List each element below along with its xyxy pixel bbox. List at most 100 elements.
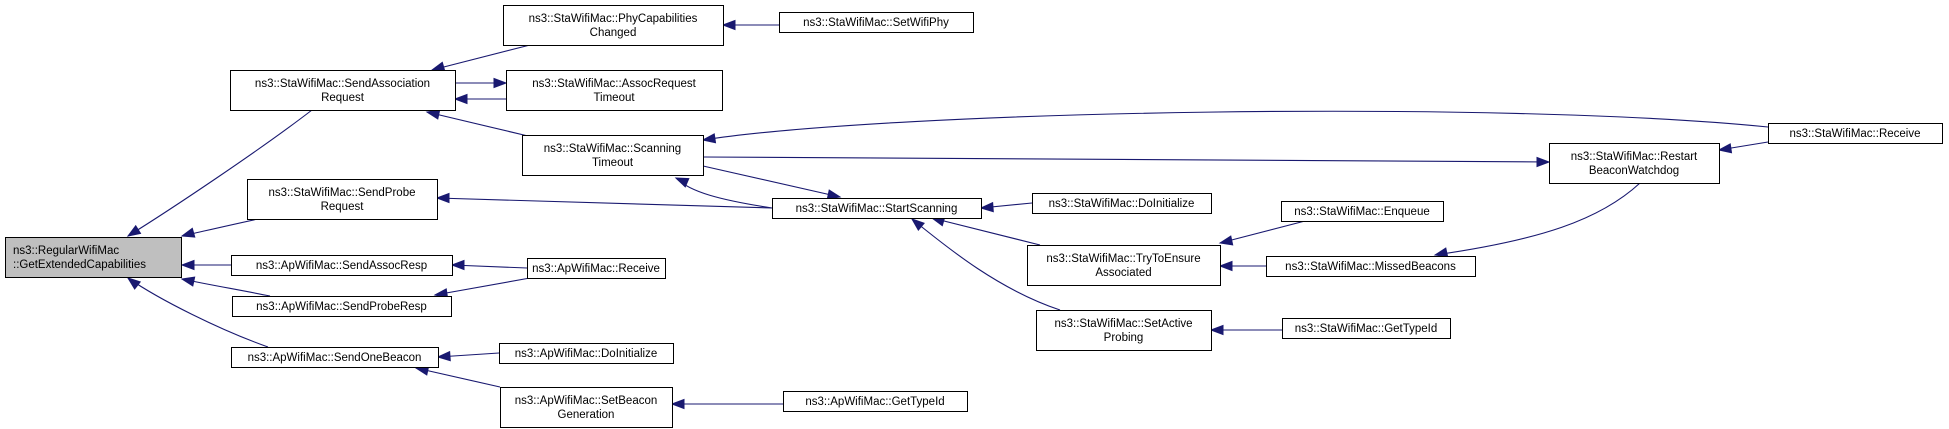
edge-setWifiPhy-to-phyCapChanged — [721, 19, 779, 31]
node-sendProbeResp[interactable]: ns3::ApWifiMac::SendProbeResp — [232, 296, 452, 317]
node-staDoInit[interactable]: ns3::StaWifiMac::DoInitialize — [1032, 193, 1212, 214]
node-apGetTypeId[interactable]: ns3::ApWifiMac::GetTypeId — [783, 391, 968, 412]
node-startScanning[interactable]: ns3::StaWifiMac::StartScanning — [772, 198, 982, 219]
node-box — [231, 347, 439, 368]
node-box — [1266, 256, 1476, 277]
arrowhead-icon — [126, 277, 142, 290]
arrowhead-icon — [180, 259, 195, 271]
arrowhead-icon — [435, 192, 450, 204]
node-label: ns3::StaWifiMac::TryToEnsure — [1046, 253, 1200, 265]
edge-line — [434, 277, 531, 296]
node-label: ns3::StaWifiMac::AssocRequest — [532, 78, 696, 90]
node-box — [232, 296, 452, 317]
node-box — [1032, 193, 1212, 214]
edge-apGetTypeId-to-setBeaconGen — [670, 398, 783, 410]
arrowhead-icon — [180, 276, 196, 287]
arrowhead-icon — [721, 19, 736, 31]
edge-phyCapChanged-to-sendAssocReq — [430, 44, 531, 72]
node-label: ns3::StaWifiMac::SendProbe — [268, 187, 415, 199]
node-label: Timeout — [593, 92, 635, 104]
edge-scanningTimeout-to-sendAssocReq — [425, 109, 529, 137]
edge-line — [702, 156, 1550, 163]
node-label: ns3::StaWifiMac::DoInitialize — [1049, 198, 1195, 210]
edge-line — [675, 177, 773, 209]
edge-sendAssocReq-to-root — [126, 109, 313, 237]
edge-restartBeacon-to-missedBeacons — [1433, 182, 1641, 258]
edge-scanningTimeout-to-restartBeacon — [702, 156, 1551, 168]
node-label: Request — [321, 92, 365, 104]
node-sendAssocResp[interactable]: ns3::ApWifiMac::SendAssocResp — [231, 255, 453, 276]
edge-line — [127, 277, 269, 348]
node-label: ns3::ApWifiMac::SendProbeResp — [256, 301, 427, 313]
node-label: Changed — [590, 27, 637, 39]
edge-sendAssocResp-to-root — [180, 259, 231, 271]
node-staGetTypeId[interactable]: ns3::StaWifiMac::GetTypeId — [1282, 318, 1451, 339]
node-box — [1768, 123, 1943, 144]
node-label: ns3::StaWifiMac::SetWifiPhy — [803, 17, 949, 29]
node-label: ns3::StaWifiMac::SendAssociation — [255, 78, 430, 90]
edge-tryEnsure-to-startScanning — [930, 216, 1041, 246]
node-root: ns3::RegularWifiMac::GetExtendedCapabili… — [5, 237, 182, 278]
edge-line — [931, 217, 1041, 246]
edge-line — [127, 109, 313, 237]
node-label: ns3::StaWifiMac::Enqueue — [1294, 206, 1430, 218]
arrowhead-icon — [453, 93, 468, 105]
node-sendOneBeacon[interactable]: ns3::ApWifiMac::SendOneBeacon — [231, 347, 439, 368]
edge-line — [1434, 182, 1641, 256]
node-label: ns3::StaWifiMac::SetActive — [1054, 318, 1192, 330]
node-staReceive[interactable]: ns3::StaWifiMac::Receive — [1768, 123, 1943, 144]
arrowhead-icon — [1209, 324, 1224, 336]
node-label: ns3::RegularWifiMac — [13, 245, 119, 257]
edge-staDoInit-to-startScanning — [979, 201, 1033, 213]
node-label: Associated — [1095, 267, 1151, 279]
edge-sendOneBeacon-to-root — [126, 277, 269, 348]
edge-sendAssocReq-to-assocReqTimeout — [455, 77, 508, 89]
node-apDoInit[interactable]: ns3::ApWifiMac::DoInitialize — [499, 343, 674, 364]
edge-staGetTypeId-to-setActiveProbing — [1209, 324, 1282, 336]
arrowhead-icon — [436, 350, 451, 362]
node-box — [503, 5, 724, 46]
node-box — [527, 258, 666, 279]
node-box — [230, 70, 456, 111]
node-label: ns3::ApWifiMac::SendOneBeacon — [248, 352, 422, 364]
node-label: ns3::ApWifiMac::Receive — [532, 263, 660, 275]
arrowhead-icon — [826, 189, 842, 200]
node-staEnqueue[interactable]: ns3::StaWifiMac::Enqueue — [1281, 201, 1444, 222]
arrowhead-icon — [430, 61, 446, 72]
node-label: ::GetExtendedCapabilities — [13, 259, 146, 271]
arrowhead-icon — [126, 224, 142, 237]
node-label: Generation — [558, 409, 615, 421]
node-label: BeaconWatchdog — [1589, 165, 1679, 177]
arrowhead-icon — [979, 201, 994, 213]
node-label: Timeout — [592, 157, 634, 169]
edge-startScanning-to-scanningTimeout — [674, 177, 773, 209]
node-label: ns3::ApWifiMac::DoInitialize — [515, 348, 658, 360]
arrowhead-icon — [1218, 260, 1233, 272]
node-box — [1549, 143, 1720, 184]
node-setWifiPhy[interactable]: ns3::StaWifiMac::SetWifiPhy — [779, 12, 974, 33]
node-label: ns3::ApWifiMac::SetBeacon — [515, 395, 658, 407]
edge-scanningTimeout-to-startScanning — [702, 165, 842, 200]
edge-apDoInit-to-sendOneBeacon — [436, 350, 500, 362]
node-apReceive[interactable]: ns3::ApWifiMac::Receive — [527, 258, 666, 279]
edge-setActiveProbing-to-startScanning — [910, 218, 1061, 311]
node-label: ns3::StaWifiMac::PhyCapabilities — [529, 13, 698, 25]
edges-layer — [126, 19, 1769, 410]
node-box — [506, 70, 723, 111]
edge-line — [415, 367, 501, 388]
node-box — [772, 198, 982, 219]
node-box — [499, 343, 674, 364]
nodes-layer: ns3::RegularWifiMac::GetExtendedCapabili… — [5, 5, 1943, 428]
edge-startScanning-to-sendProbeReq — [435, 192, 773, 209]
node-missedBeacons[interactable]: ns3::StaWifiMac::MissedBeacons — [1266, 256, 1476, 277]
